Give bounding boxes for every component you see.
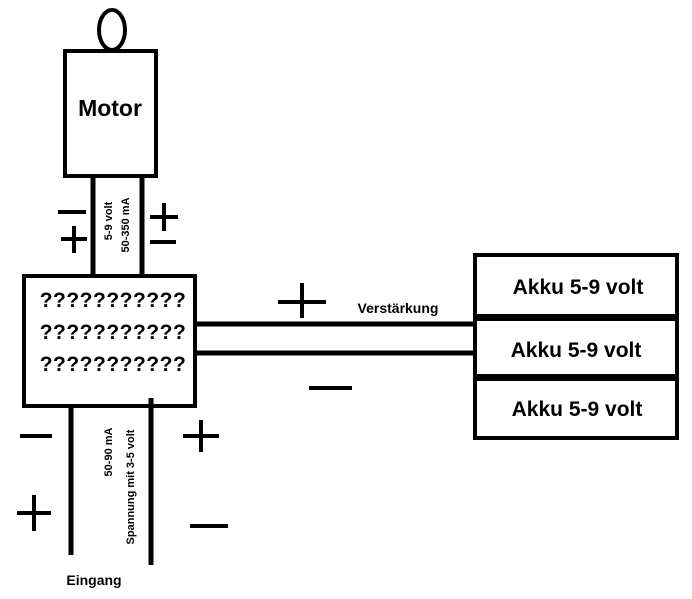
- plus-sign: [17, 495, 51, 531]
- motor-current-label: 50-350 mA: [120, 197, 132, 252]
- plus-sign: [278, 283, 326, 318]
- controller-line: ???????????: [40, 353, 187, 376]
- input-label: Eingang: [66, 572, 121, 588]
- motor-label: Motor: [78, 95, 142, 121]
- input-voltage-label: Spannung mit 3-5 volt: [125, 429, 137, 544]
- battery-box: [473, 317, 679, 378]
- battery-label: Akku 5-9 volt: [513, 276, 644, 299]
- plus-sign: [61, 226, 87, 253]
- battery-label: Akku 5-9 volt: [512, 398, 643, 421]
- motor-box: [63, 49, 158, 178]
- battery-stack: Akku 5-9 volt Akku 5-9 volt Akku 5-9 vol…: [473, 253, 679, 440]
- propeller-icon: [97, 8, 127, 52]
- plus-sign: [183, 420, 219, 452]
- controller-line: ???????????: [40, 321, 187, 344]
- input-current-label: 50-90 mA: [103, 427, 115, 476]
- amplifier-label: Verstärkung: [358, 300, 439, 316]
- controller-block: ??????????? ??????????? ???????????: [22, 274, 197, 408]
- motor-block: Motor: [63, 49, 158, 178]
- controller-line: ???????????: [40, 289, 187, 312]
- motor-voltage-label: 5-9 volt: [103, 201, 115, 240]
- battery-box: [473, 253, 679, 318]
- plus-sign: [150, 203, 178, 231]
- battery-label: Akku 5-9 volt: [511, 339, 642, 362]
- controller-box: [22, 274, 197, 408]
- battery-box: [473, 377, 679, 440]
